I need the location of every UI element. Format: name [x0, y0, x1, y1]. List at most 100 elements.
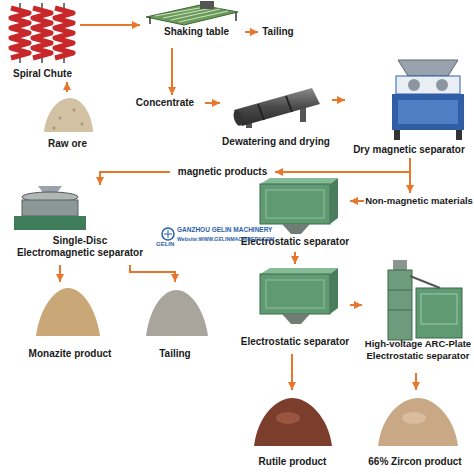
rotary-dryer-illustration — [258, 96, 292, 120]
flow-arrow — [66, 82, 68, 92]
arc-plate-separator-illustration — [410, 276, 440, 288]
rutile-pile — [254, 398, 332, 446]
shaking-table-illustration — [155, 7, 228, 22]
zircon-pile — [378, 398, 458, 446]
raw-ore-pile — [59, 117, 62, 120]
material-node: Raw ore — [40, 92, 95, 154]
flow-arrow — [291, 354, 293, 390]
electrostatic-separator-illustration — [260, 178, 338, 234]
flow-arrow — [205, 102, 220, 104]
equipment-node: Single-Disc Electromagnetic separator — [5, 185, 160, 265]
rotary-dryer-illustration — [232, 109, 244, 127]
dry-magnetic-separator-illustration — [392, 94, 464, 130]
product-node: Tailing — [258, 24, 298, 40]
product-node: Concentrate — [125, 95, 205, 111]
shaking-table-illustration — [146, 5, 238, 25]
flow-arrow — [415, 373, 417, 390]
raw-ore-pile — [44, 98, 93, 132]
node-label: Shaking table — [164, 26, 244, 38]
node-label: Spiral Chute — [5, 68, 80, 80]
flow-arrow — [100, 172, 170, 185]
watermark-text: GANZHOU GELIN MACHINERY — [177, 226, 272, 233]
single-disc-separator-illustration — [14, 216, 86, 230]
raw-ore-pile — [44, 98, 93, 132]
rotary-dryer-illustration — [232, 88, 320, 128]
rotary-dryer-illustration — [234, 88, 320, 126]
watermark-text: Website:WWW.GELINMACHINERY.COM — [177, 236, 274, 242]
node-label: Dry magnetic separator — [345, 144, 473, 156]
arc-plate-separator-illustration — [421, 294, 457, 324]
flow-arrow — [350, 200, 364, 202]
node-label: Rutile product — [240, 456, 345, 468]
flow-arrow — [294, 252, 296, 264]
equipment-node: High-voltage ARC-Plate Electrostatic sep… — [362, 258, 474, 373]
single-disc-separator-illustration — [22, 200, 78, 216]
node-label: magnetic products — [170, 166, 275, 178]
shaking-table-illustration — [146, 1, 238, 25]
tailing-pile — [146, 290, 208, 336]
arc-plate-separator-illustration — [388, 290, 412, 291]
dry-magnetic-separator-illustration — [394, 130, 400, 140]
tailing-pile — [146, 290, 208, 336]
flow-arrow — [171, 48, 173, 95]
node-label: Concentrate — [125, 97, 205, 109]
monazite-pile — [36, 288, 100, 336]
dry-magnetic-separator-illustration — [408, 79, 420, 91]
product-node: magnetic products — [170, 164, 275, 180]
spiral-chute-illustration — [11, 3, 73, 63]
shaking-table-illustration — [235, 13, 237, 21]
arc-plate-separator-illustration — [416, 288, 462, 338]
flow-arrow — [409, 158, 411, 193]
raw-ore-pile — [53, 127, 56, 130]
flow-arrow — [350, 304, 362, 306]
arc-plate-separator-illustration — [388, 270, 412, 340]
equipment-node: Electrostatic separator — [240, 264, 350, 354]
watermark-logo — [164, 230, 172, 238]
dry-magnetic-separator-illustration — [392, 60, 464, 140]
flow-arrow — [59, 265, 61, 282]
equipment-node: Spiral Chute — [5, 2, 80, 82]
shaking-table-illustration — [200, 1, 214, 9]
single-disc-separator-illustration — [14, 186, 86, 230]
zircon-pile — [402, 412, 426, 424]
rutile-pile — [254, 398, 332, 446]
arc-plate-separator-illustration — [388, 260, 462, 340]
dry-magnetic-separator-illustration — [398, 60, 458, 76]
electrostatic-separator-illustration — [260, 268, 338, 324]
node-label: 66% Zircon product — [360, 456, 470, 468]
watermark-logo — [162, 228, 174, 240]
node-label: Dewatering and drying — [220, 136, 332, 148]
electrostatic-separator-illustration — [260, 268, 338, 324]
raw-ore-pile — [81, 123, 84, 126]
flow-arrow — [80, 24, 140, 26]
arc-plate-separator-illustration — [393, 260, 407, 270]
zircon-pile — [378, 398, 458, 446]
rutile-pile — [276, 412, 300, 424]
watermark-logo — [162, 228, 174, 240]
equipment-node: Dewatering and drying — [220, 80, 332, 150]
spiral-chute-illustration — [55, 8, 73, 58]
spiral-chute-illustration — [33, 8, 51, 58]
product-node: 66% Zircon product — [360, 390, 470, 472]
node-label: Raw ore — [40, 138, 95, 150]
node-label: Tailing — [258, 26, 298, 38]
product-node: Monazite product — [20, 282, 120, 364]
node-label: Electrostatic separator — [240, 336, 350, 348]
raw-ore-pile — [73, 109, 76, 112]
node-label: Non-magnetic materials — [364, 195, 474, 207]
shaking-table-illustration — [149, 17, 151, 24]
flow-arrow — [245, 31, 258, 33]
flow-arrow — [130, 265, 175, 282]
arc-plate-separator-illustration — [388, 310, 412, 311]
node-label: High-voltage ARC-Plate Electrostatic sep… — [359, 338, 474, 362]
flow-arrow — [332, 99, 345, 101]
dry-magnetic-separator-illustration — [398, 100, 458, 124]
dry-magnetic-separator-illustration — [396, 76, 460, 94]
dry-magnetic-separator-illustration — [456, 130, 462, 140]
dry-magnetic-separator-illustration — [436, 79, 448, 91]
node-label: Single-Disc Electromagnetic separator — [15, 235, 145, 259]
product-node: Tailing — [130, 282, 220, 364]
watermark-text: GELIN — [156, 241, 174, 247]
node-label: Monazite product — [20, 348, 120, 360]
